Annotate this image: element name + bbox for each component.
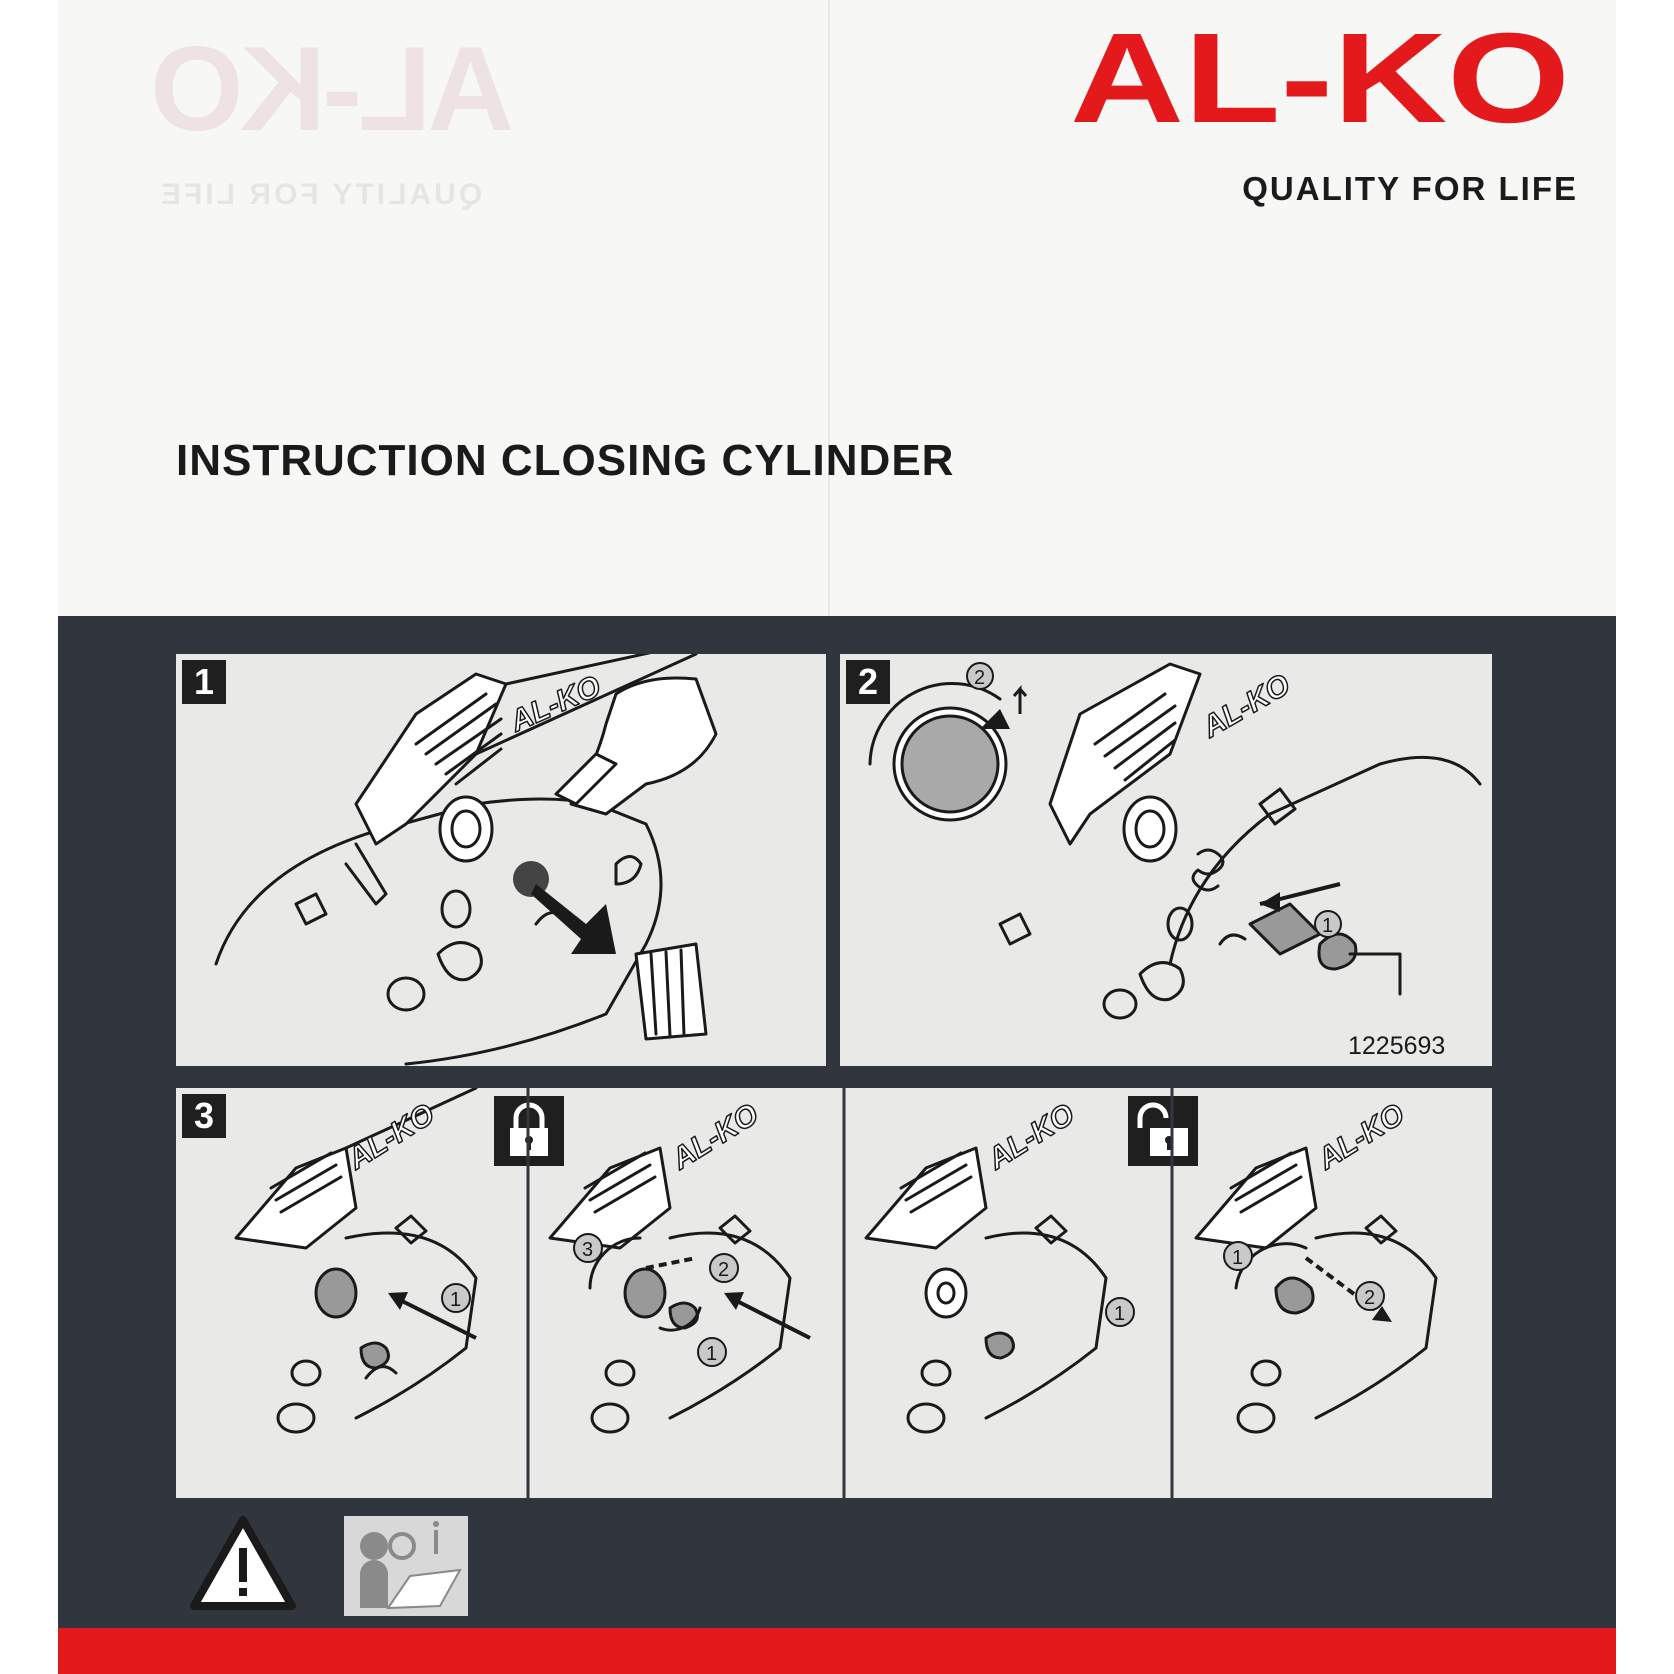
svg-text:2: 2 [718, 1259, 729, 1281]
show-through-logo: AL-KO [154, 22, 514, 156]
sub-3: AL-KO [864, 1097, 1108, 1434]
instruction-sheet: AL-KO QUALITY FOR LIFE AL-KO QUALITY FOR… [58, 0, 1616, 1674]
svg-text:AL-KO: AL-KO [341, 1098, 440, 1177]
step-3-illustrations: AL-KO AL-KO [234, 1088, 1438, 1498]
svg-text:AL-KO: AL-KO [981, 1098, 1080, 1177]
alko-logo: AL-KO [1070, 22, 1570, 132]
sub-2: AL-KO [548, 1097, 792, 1434]
svg-text:2: 2 [974, 667, 985, 689]
svg-text:2: 2 [1364, 1287, 1375, 1309]
step-2-illustration: AL-KO [868, 662, 1482, 1020]
lock-open-icon [1128, 1096, 1198, 1166]
svg-text:1: 1 [1114, 1303, 1125, 1325]
svg-text:AL-KO: AL-KO [1070, 22, 1570, 132]
step-number: 1 [182, 660, 226, 704]
left-margin [0, 0, 58, 1674]
read-manual-icon [344, 1516, 468, 1616]
sub-1: AL-KO [234, 1088, 478, 1434]
part-number: 1225693 [1348, 1032, 1446, 1060]
step-1-illustration: AL-KO [214, 654, 718, 1066]
svg-text:AL-KO: AL-KO [1196, 668, 1296, 745]
warning-icon [190, 1516, 296, 1610]
right-margin [1616, 0, 1674, 1674]
step-3-panel: 3 [176, 1088, 1492, 1498]
svg-text:AL-KO: AL-KO [1311, 1098, 1410, 1177]
footer-red-band [58, 1628, 1616, 1674]
page-title: INSTRUCTION CLOSING CYLINDER [176, 436, 955, 485]
svg-text:1: 1 [1322, 915, 1333, 937]
svg-text:1: 1 [706, 1343, 717, 1365]
brand-tagline: QUALITY FOR LIFE [1242, 170, 1578, 207]
instruction-band: 1 AL-KO [58, 616, 1616, 1628]
step-2-panel: 2 AL-KO [840, 654, 1492, 1066]
show-through-tagline: QUALITY FOR LIFE [158, 178, 483, 211]
step-1-panel: 1 AL-KO [176, 654, 826, 1066]
svg-text:1: 1 [450, 1289, 461, 1311]
svg-text:AL-KO: AL-KO [665, 1098, 764, 1177]
step-number: 3 [182, 1094, 226, 1138]
svg-text:3: 3 [582, 1239, 593, 1261]
svg-text:1: 1 [1232, 1247, 1243, 1269]
step-number: 2 [846, 660, 890, 704]
